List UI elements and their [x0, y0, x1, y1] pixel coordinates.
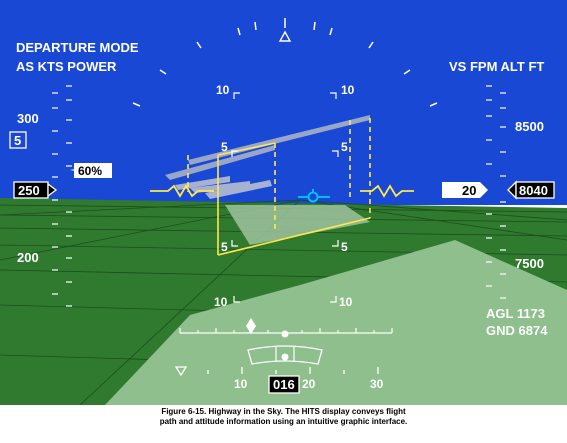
flight-path-marker: [298, 189, 330, 203]
pitch-label-down10-right: 10: [339, 295, 353, 309]
terrain-area: [105, 240, 567, 405]
alt-label-7500: 7500: [515, 256, 544, 271]
bank-pointer-icon: [278, 30, 292, 42]
alt-label-8500: 8500: [515, 119, 544, 134]
agl-readout: AGL 1173: [486, 306, 545, 321]
left-wing-indicator: [150, 184, 214, 198]
pitch-ladder: [231, 92, 339, 303]
right-wing-indicator: [360, 184, 414, 198]
speed-box-pointer: [47, 182, 58, 198]
pitch-label-up5-left: 5: [221, 140, 228, 154]
roll-scale: [179, 318, 393, 338]
heading-tick-10: 10: [234, 377, 248, 391]
caption-line1: Figure 6-15. Highway in the Sky. The HIT…: [161, 407, 406, 416]
mode-line2: AS KTS POWER: [16, 59, 117, 74]
power-box: [74, 163, 112, 178]
figure-caption: Figure 6-15. Highway in the Sky. The HIT…: [0, 407, 567, 427]
pathway-box: [187, 118, 371, 256]
speed-tape-ticks: [52, 85, 72, 307]
hits-display: 10 10 5 5 5 5 10 10 DEPARTURE MODE AS KT…: [0, 0, 567, 405]
heading-scale: [207, 367, 379, 374]
right-header: VS FPM ALT FT: [449, 59, 544, 74]
heading-bug-icon: [174, 366, 188, 377]
pitch-label-down10-left: 10: [214, 295, 228, 309]
heading-box: [268, 375, 300, 394]
caption-line2: path and attitude information using an i…: [159, 417, 408, 426]
gnd-readout: GND 6874: [486, 323, 548, 338]
pitch-label-up10-right: 10: [341, 83, 355, 97]
alt-tape-ticks: [486, 85, 506, 299]
speed-label-200: 200: [17, 250, 39, 265]
alt-box: [515, 181, 555, 199]
speed-current: 250: [18, 183, 40, 198]
hits-svg: 10 10 5 5 5 5 10 10 DEPARTURE MODE AS KT…: [0, 0, 567, 405]
power-value: 60%: [78, 164, 102, 178]
vs-pointer: [480, 182, 488, 198]
alt-current: 8040: [519, 183, 548, 198]
vs-box: [442, 182, 480, 198]
heading-tick-30: 30: [370, 377, 384, 391]
mode-box-value: 5: [14, 133, 21, 148]
mode-line1: DEPARTURE MODE: [16, 40, 139, 55]
speed-label-300: 300: [17, 111, 39, 126]
runway-shadow: [225, 205, 370, 245]
slip-indicator: [247, 345, 323, 365]
heading-current: 016: [273, 377, 295, 392]
pitch-label-down5-left: 5: [221, 240, 228, 254]
pitch-label-down5-right: 5: [341, 240, 348, 254]
pitch-label-up10-left: 10: [216, 83, 230, 97]
pitch-label-up5-right: 5: [341, 140, 348, 154]
mode-box: [9, 131, 27, 149]
heading-tick-20: 20: [302, 377, 316, 391]
vs-value: 20: [462, 183, 476, 198]
bank-scale: [132, 18, 438, 107]
